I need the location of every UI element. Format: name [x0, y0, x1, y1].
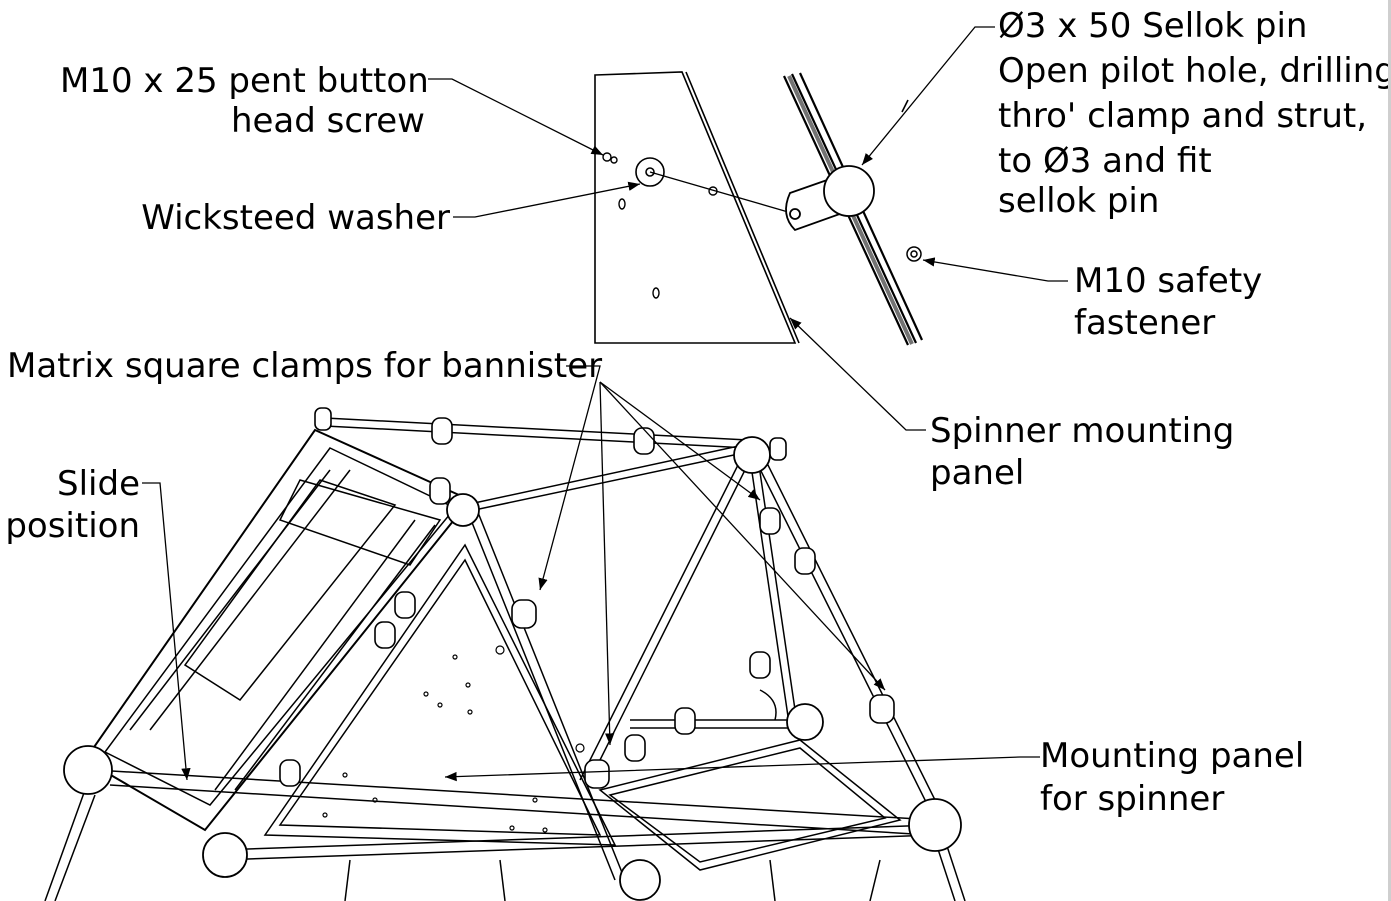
frame-hubs — [63, 436, 962, 901]
label-safety-line2: fastener — [1074, 303, 1216, 343]
leader-clamps-2 — [599, 381, 615, 746]
panel-dots — [322, 645, 585, 833]
label-washer: Wicksteed washer — [141, 198, 450, 238]
leader-spinner-panel — [789, 317, 926, 431]
leader-pin-tick — [901, 99, 909, 113]
label-slide-line1: Slide — [57, 464, 140, 504]
label-screw-line2: head screw — [230, 101, 425, 141]
safety-fastener-part — [906, 246, 922, 262]
leader-washer — [453, 181, 641, 218]
leader-screw — [428, 78, 604, 156]
label-pin-line5: sellok pin — [998, 181, 1160, 221]
label-safety-line1: M10 safety — [1074, 261, 1263, 301]
leader-clamps — [538, 365, 601, 591]
label-pin-line4: to Ø3 and fit — [998, 141, 1212, 181]
label-pin-line1: Ø3 x 50 Sellok pin — [998, 6, 1308, 46]
label-mount-panel-line1: Mounting panel — [1040, 736, 1305, 776]
window-edge — [1388, 0, 1391, 901]
label-spinner-panel-line1: Spinner mounting — [930, 411, 1235, 451]
label-mount-panel-line2: for spinner — [1040, 779, 1225, 819]
leader-pin — [861, 26, 995, 166]
label-spinner-panel-line2: panel — [930, 453, 1025, 493]
leader-slide — [142, 482, 191, 781]
label-pin-line2: Open pilot hole, drilling — [998, 51, 1391, 91]
label-clamps: Matrix square clamps for bannister — [7, 346, 603, 386]
leader-clamps-3 — [599, 381, 886, 691]
leader-clamps-4 — [599, 381, 761, 501]
label-pin-line3: thro' clamp and strut, — [998, 96, 1368, 136]
label-screw-line1: M10 x 25 pent button — [60, 61, 429, 101]
label-slide-line2: position — [5, 506, 140, 546]
spinner-mounting-panel — [594, 71, 800, 344]
matrix-clamp-part — [785, 165, 875, 232]
climbing-frame — [44, 417, 966, 901]
frame-clamps — [279, 407, 895, 789]
leader-safety — [922, 257, 1068, 282]
leader-mount-panel — [444, 756, 1040, 782]
screw-axis-line — [649, 171, 796, 215]
leader-lines — [142, 26, 1068, 782]
